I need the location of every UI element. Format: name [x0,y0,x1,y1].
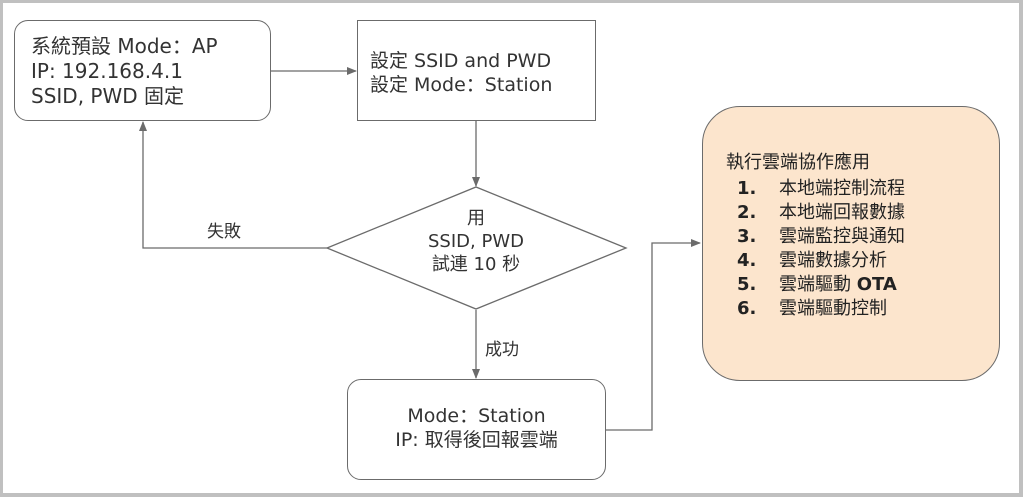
cloud-app-item: 3. 雲端監控與通知 [737,225,905,249]
item-text: 雲端驅動控制 [779,298,887,319]
item-number: 1. [737,178,757,199]
set-config-line-1: 設定 SSID and PWD [370,50,552,72]
edge-fail-to-default [139,121,327,249]
item-text: 本地端控制流程 [779,178,905,199]
item-number: 4. [737,250,757,271]
default-mode-line-3: SSID, PWD 固定 [31,84,184,108]
decision-text: 用 SSID, PWD 試連 10 秒 [376,207,576,276]
item-number: 3. [737,226,757,247]
node-station-mode [347,379,606,480]
set-config-line-2: 設定 Mode：Station [370,74,553,96]
item-number: 6. [737,298,757,319]
decision-line-3: 試連 10 秒 [431,254,521,275]
item-text: 雲端驅動 [779,274,857,295]
node-set-config [357,20,596,121]
cloud-apps-title: 執行雲端協作應用 [726,152,870,173]
decision-line-1: 用 [467,208,485,229]
node-station-mode-text: Mode：Station IP: 取得後回報雲端 [347,404,606,452]
item-text: 本地端回報數據 [779,202,905,223]
cloud-app-item: 2. 本地端回報數據 [737,201,905,225]
node-cloud-apps [702,106,1000,381]
edge-label-fail: 失敗 [207,222,241,242]
item-text: 雲端數據分析 [779,250,887,271]
item-number: 2. [737,202,757,223]
station-mode-line-1: Mode：Station [407,405,546,427]
cloud-app-item: 4. 雲端數據分析 [737,249,905,273]
edge-label-success: 成功 [485,340,519,360]
decision-diamond [325,186,628,310]
node-set-config-text: 設定 SSID and PWD 設定 Mode：Station [370,49,552,97]
item-text: 雲端監控與通知 [779,226,905,247]
default-mode-line-1: 系統預設 Mode：AP [31,34,218,58]
item-number: 5. [737,274,757,295]
edge-station-to-cloud [606,239,701,431]
item-text-bold: OTA [856,274,897,295]
cloud-apps-list: 1. 本地端控制流程 2. 本地端回報數據 3. 雲端監控與通知 4. 雲端數據分析 5… [737,177,905,321]
decision-line-2: SSID, PWD [428,231,524,252]
default-mode-line-2: IP: 192.168.4.1 [31,59,183,83]
cloud-app-item: 6. 雲端驅動控制 [737,297,905,321]
cloud-app-item: 1. 本地端控制流程 [737,177,905,201]
node-default-mode-text: 系統預設 Mode：AP IP: 192.168.4.1 SSID, PWD 固… [31,34,218,109]
cloud-app-item: 5. 雲端驅動 OTA [737,273,905,297]
node-default-mode [14,20,271,121]
station-mode-line-2: IP: 取得後回報雲端 [395,429,558,451]
